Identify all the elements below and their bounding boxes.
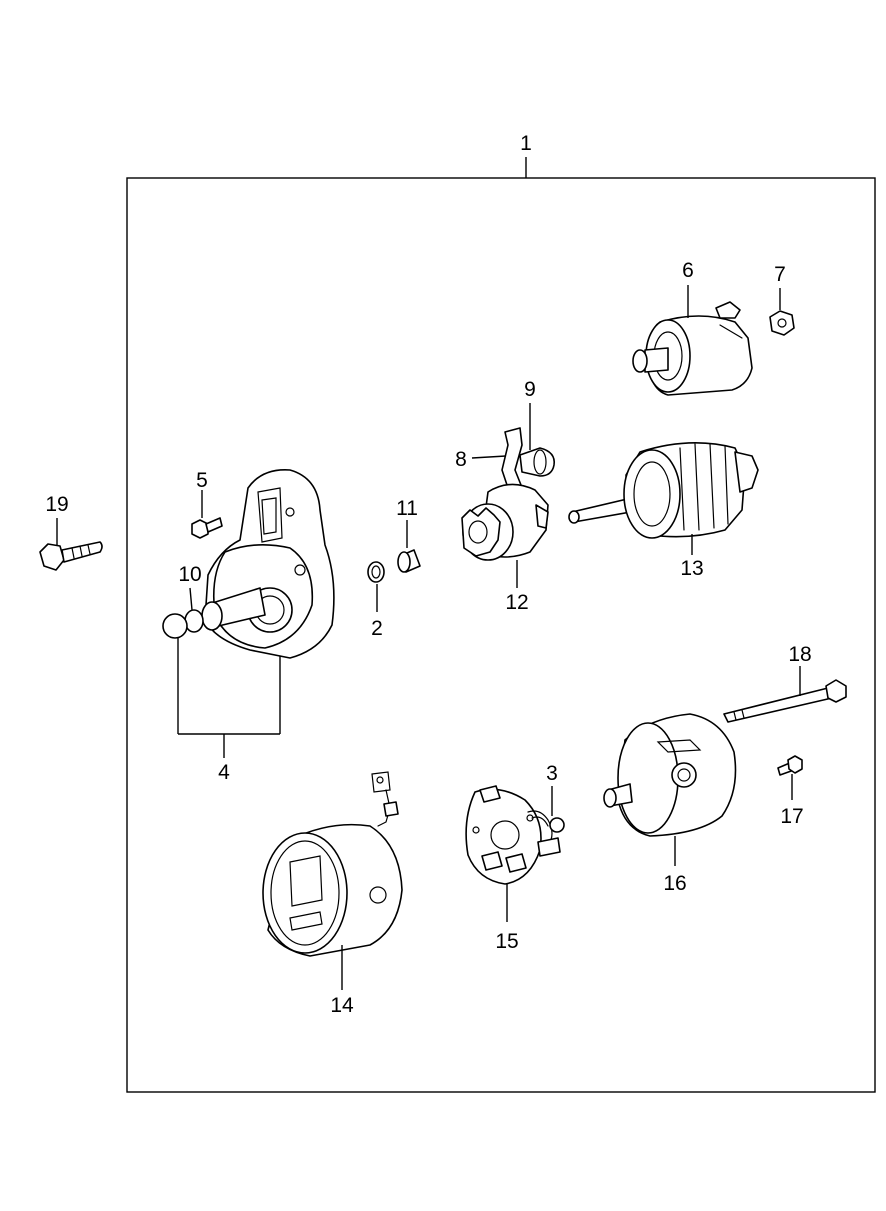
solenoid-switch-icon bbox=[632, 285, 753, 396]
rear-cover-icon bbox=[603, 713, 737, 866]
bushing-cap-icon bbox=[162, 587, 204, 639]
callout-10[interactable]: 10 bbox=[178, 563, 201, 586]
callout-8[interactable]: 8 bbox=[455, 448, 467, 471]
callout-6[interactable]: 6 bbox=[682, 259, 694, 282]
callout-7[interactable]: 7 bbox=[774, 263, 786, 286]
callout-15[interactable]: 15 bbox=[495, 930, 518, 953]
callout-4[interactable]: 4 bbox=[218, 761, 230, 784]
brush-spring-icon bbox=[527, 786, 565, 857]
callout-9[interactable]: 9 bbox=[524, 378, 536, 401]
yoke-assembly-icon bbox=[262, 771, 403, 990]
nut-icon bbox=[769, 288, 795, 336]
callout-2[interactable]: 2 bbox=[371, 617, 383, 640]
mounting-bolt-icon bbox=[39, 518, 103, 571]
front-housing-icon bbox=[177, 469, 335, 758]
brush-holder-icon bbox=[465, 785, 542, 922]
through-bolt-icon bbox=[723, 666, 847, 723]
plunger-icon bbox=[519, 403, 556, 477]
callout-18[interactable]: 18 bbox=[788, 643, 811, 666]
armature-icon bbox=[568, 442, 759, 555]
washer-icon bbox=[367, 561, 385, 612]
callout-17[interactable]: 17 bbox=[780, 805, 803, 828]
pinion-clutch-icon bbox=[461, 483, 549, 588]
callout-13[interactable]: 13 bbox=[680, 557, 703, 580]
callout-14[interactable]: 14 bbox=[330, 994, 354, 1017]
callout-11[interactable]: 11 bbox=[396, 497, 418, 520]
callout-19[interactable]: 19 bbox=[45, 493, 68, 516]
stop-ring-icon bbox=[397, 520, 421, 573]
callout-16[interactable]: 16 bbox=[663, 872, 686, 895]
starter-assembly-frame-icon bbox=[126, 157, 876, 1093]
screw-icon bbox=[191, 490, 223, 539]
small-screw-icon bbox=[777, 755, 803, 800]
callout-12[interactable]: 12 bbox=[505, 591, 528, 614]
callout-1[interactable]: 1 bbox=[520, 132, 532, 155]
callout-5[interactable]: 5 bbox=[196, 469, 208, 492]
callout-3[interactable]: 3 bbox=[546, 762, 558, 785]
